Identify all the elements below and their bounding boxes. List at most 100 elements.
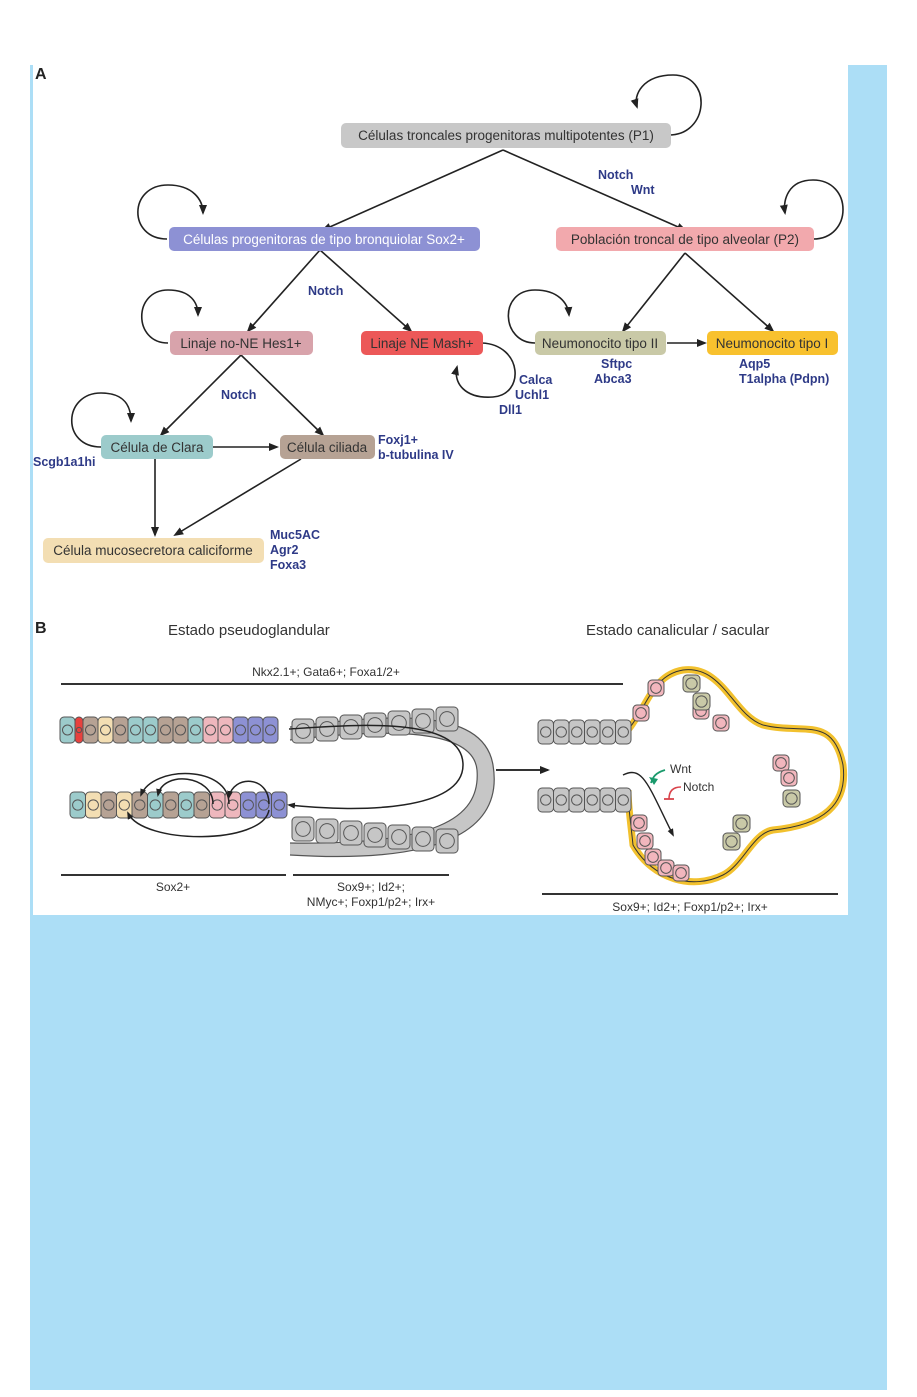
cell-distal xyxy=(599,719,616,745)
marker-dll1: Dll1 xyxy=(499,403,522,417)
marker-sftpc: Sftpc xyxy=(601,357,632,371)
self-renewal-arrow-neumo2 xyxy=(507,289,573,344)
node-neumo1: Neumonocito tipo I xyxy=(707,331,838,355)
cell-ciliada xyxy=(112,716,129,744)
cell-distal xyxy=(553,787,570,813)
cell-distal xyxy=(568,787,585,813)
cell-clara xyxy=(187,716,204,744)
node-mash-label: Linaje NE Mash+ xyxy=(370,336,473,351)
node-hes1-label: Linaje no-NE Hes1+ xyxy=(180,336,301,351)
arrow-alveolar-to-neumo2 xyxy=(621,252,686,333)
cell-type2 xyxy=(732,814,751,833)
sox2-bar-label: Sox2+ xyxy=(156,880,190,894)
arrow-p1-to-alveolar xyxy=(502,149,687,231)
cell-ciliada xyxy=(172,716,189,744)
cell-distal xyxy=(584,787,601,813)
cell-alveolar-progenitor xyxy=(772,754,790,772)
top-bar-label: Nkx2.1+; Gata6+; Foxa1/2+ xyxy=(252,665,400,679)
cell-alveolar-progenitor xyxy=(672,864,690,882)
cell-alveolar-progenitor xyxy=(636,832,654,850)
cell-ciliada xyxy=(157,716,174,744)
cell-goblet xyxy=(116,791,133,819)
wnt-arrowhead-icon xyxy=(649,777,658,785)
arrow-hes1-to-ciliada xyxy=(240,354,325,437)
notch-inhibition-icon xyxy=(668,786,682,800)
arrow-hes1-to-clara xyxy=(159,354,242,437)
self-renewal-arrow-clara xyxy=(70,392,135,448)
cell-clara xyxy=(59,716,76,744)
cell-distal xyxy=(584,719,601,745)
cell-ciliada xyxy=(131,791,148,819)
marker-uchl1: Uchl1 xyxy=(515,388,549,402)
cell-distal xyxy=(435,828,459,854)
signal-wnt-p1: Wnt xyxy=(631,183,655,197)
node-caliciforme: Célula mucosecretora caliciforme xyxy=(43,538,264,563)
node-bronquiolar-label: Células progenitoras de tipo bronquiolar… xyxy=(183,232,465,247)
lineage-arrow xyxy=(287,724,464,810)
node-clara: Célula de Clara xyxy=(101,435,213,459)
cell-ne xyxy=(74,716,84,744)
node-ciliada: Célula ciliada xyxy=(280,435,375,459)
marker-aqp5: Aqp5 xyxy=(739,357,770,371)
node-caliciforme-label: Célula mucosecretora caliciforme xyxy=(53,543,253,558)
lineage-arrow xyxy=(227,780,270,805)
arrow-bronquiolar-to-mash xyxy=(319,249,413,333)
marker-scgb1a1hi: Scgb1a1hi xyxy=(33,455,96,469)
signal-notch-p1: Notch xyxy=(598,168,633,182)
pseudoglandular-title: Estado pseudoglandular xyxy=(168,622,330,639)
wnt-label: Wnt xyxy=(670,762,692,776)
cell-distal xyxy=(435,706,459,732)
lineage-arrow xyxy=(127,809,270,838)
pseudoglandular-epithelium xyxy=(59,706,495,858)
cell-sox2 xyxy=(232,716,249,744)
panel-a-letter: A xyxy=(35,66,47,83)
marker-muc5ac: Muc5AC xyxy=(270,528,320,542)
cell-distal xyxy=(615,787,632,813)
cell-goblet xyxy=(85,791,102,819)
cell-distal xyxy=(553,719,570,745)
self-renewal-arrow-p1 xyxy=(630,74,702,136)
cell-hes1 xyxy=(217,716,234,744)
cell-goblet xyxy=(97,716,114,744)
cell-sox2 xyxy=(255,791,272,819)
cell-alveolar-progenitor xyxy=(647,679,665,697)
cell-distal xyxy=(339,714,363,740)
canalicular-title: Estado canalicular / sacular xyxy=(586,622,769,639)
self-renewal-arrow-alveolar xyxy=(779,179,844,240)
cell-sox2 xyxy=(240,791,257,819)
right-bar-label: Sox9+; Id2+; Foxp1/p2+; Irx+ xyxy=(612,900,767,914)
cell-distal xyxy=(339,820,363,846)
cell-distal xyxy=(537,719,554,745)
cell-distal xyxy=(291,816,315,842)
cell-distal xyxy=(315,716,339,742)
node-mash: Linaje NE Mash+ xyxy=(361,331,483,355)
cell-distal xyxy=(537,787,554,813)
cell-hes1 xyxy=(202,716,219,744)
cell-distal xyxy=(599,787,616,813)
signal-notch-hes1: Notch xyxy=(221,388,256,402)
marker-b-tubulina: b-tubulina IV xyxy=(378,448,454,462)
marker-agr2: Agr2 xyxy=(270,543,299,557)
cell-type2 xyxy=(682,674,701,693)
cell-sox2 xyxy=(262,716,279,744)
marker-calca: Calca xyxy=(519,373,553,387)
canalicular-saccule xyxy=(537,666,848,886)
cell-ciliada xyxy=(82,716,99,744)
cell-distal xyxy=(291,718,315,744)
self-renewal-arrow-bronquiolar xyxy=(137,184,207,240)
cell-clara xyxy=(178,791,195,819)
panel-a-edges xyxy=(70,74,844,537)
marker-t1alpha: T1alpha (Pdpn) xyxy=(739,372,829,386)
node-p1-label: Células troncales progenitoras multipote… xyxy=(358,128,654,143)
cell-clara xyxy=(69,791,86,819)
cell-distal xyxy=(411,826,435,852)
cell-ciliada xyxy=(193,791,210,819)
node-clara-label: Célula de Clara xyxy=(110,440,204,455)
cell-type2 xyxy=(782,789,801,808)
node-ciliada-label: Célula ciliada xyxy=(287,440,368,455)
cell-type2 xyxy=(692,692,711,711)
lineage-diagram: A xyxy=(33,66,848,914)
lineage-arrow xyxy=(156,778,214,805)
notch-label: Notch xyxy=(683,780,714,794)
cell-sox2 xyxy=(271,791,288,819)
